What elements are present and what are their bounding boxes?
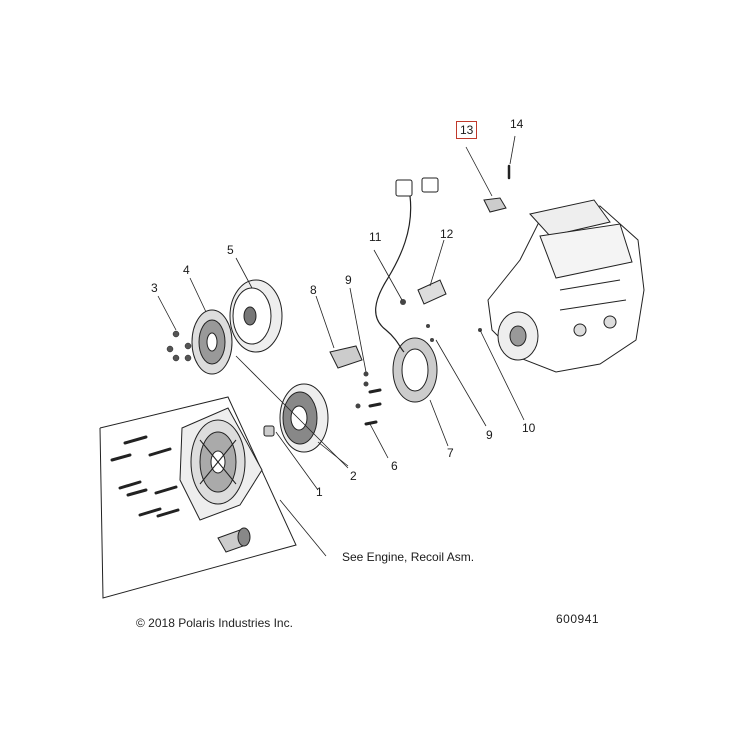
callout-9-left: 9 [345,273,352,287]
part-8-bracket [329,345,363,369]
copyright-text: © 2018 Polaris Industries Inc. [136,616,293,630]
part-9-10-screws [426,324,482,342]
part-13-sensor [483,197,507,213]
part-9-screws [355,371,369,409]
leader-lines [157,135,525,557]
callout-7: 7 [447,446,454,460]
recoil-handle [217,527,251,553]
callout-2: 2 [350,469,357,483]
part-1-key [263,425,275,437]
part-2-rotor [279,383,329,453]
callout-1: 1 [316,485,323,499]
recoil-inset-outline [99,396,297,599]
part-12-regulator [417,279,447,305]
see-engine-note: See Engine, Recoil Asm. [342,550,475,564]
engine-block [487,199,645,373]
callout-11: 11 [369,230,382,244]
callout-12: 12 [440,227,454,241]
part-4-hub [191,309,233,375]
part-3-nuts [166,330,192,362]
callout-3: 3 [151,281,158,295]
callout-9-right: 9 [486,428,493,442]
part-11-nut [400,299,406,305]
part-6-bolts [364,388,382,426]
harness-connectors [395,177,439,197]
recoil-bolts [110,435,180,518]
diagram-part-number: 600941 [556,612,600,626]
callout-5: 5 [227,243,234,257]
recoil-housing [179,407,263,521]
callout-14: 14 [510,117,524,131]
callout-8: 8 [310,283,317,297]
part-7-stator [392,337,438,403]
part-5-flywheel [229,279,283,353]
callout-6: 6 [391,459,398,473]
callout-4: 4 [183,263,190,277]
wiring-harness [375,195,412,353]
callout-10: 10 [522,421,536,435]
callout-13: 13 [456,121,478,139]
